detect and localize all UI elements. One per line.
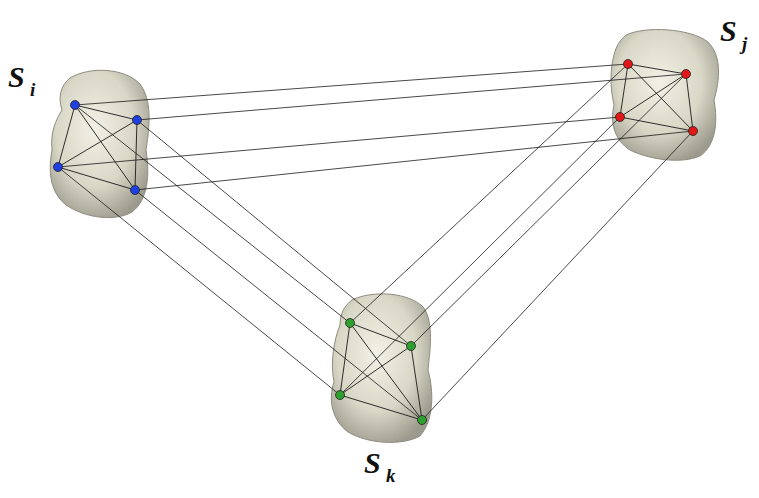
shape-name: S (720, 16, 737, 46)
correspondence-lines (58, 64, 693, 420)
shape-subscript: j (742, 34, 747, 53)
shape-subscript: i (30, 80, 35, 99)
tooth-shape (331, 294, 431, 443)
shape-subscript: k (386, 466, 396, 485)
landmark-mesh (58, 64, 693, 420)
tooth-shape (50, 70, 149, 217)
shape-name: S (8, 62, 25, 92)
shape-name: S (364, 448, 381, 478)
landmark-points (54, 60, 698, 425)
